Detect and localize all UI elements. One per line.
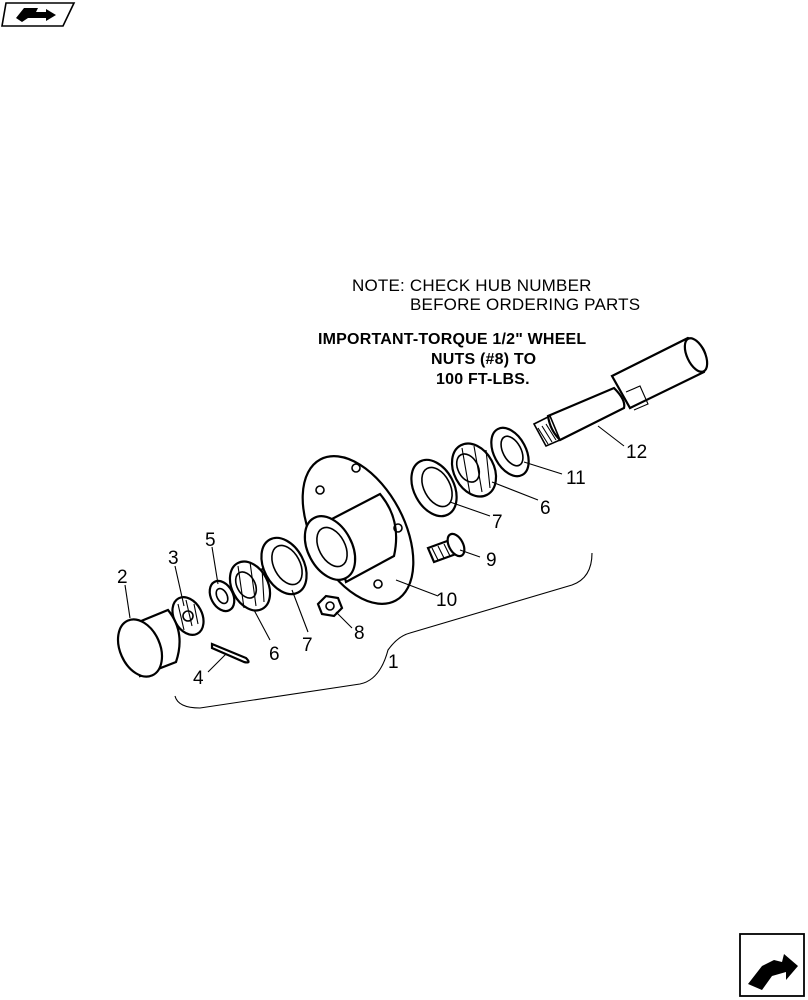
callout-11: 11 [566,468,586,489]
bearing-cone-lower [228,560,272,612]
cotter-pin-part [210,642,250,664]
note-line-2: BEFORE ORDERING PARTS [410,295,641,314]
wheel-nut-part [316,594,344,618]
washer-part [208,579,236,613]
castle-nut-part [171,596,205,636]
note-line-1: NOTE: CHECK HUB NUMBER [352,276,592,295]
important-line-1: IMPORTANT-TORQUE 1/2" WHEEL [318,331,587,348]
spindle-part [532,336,709,448]
next-page-arrow-icon[interactable] [739,933,805,997]
bearing-cup-lower [260,536,308,596]
dust-cap-part [116,608,181,678]
callout-3: 3 [168,548,179,569]
callout-7-upper: 7 [492,512,503,533]
wheel-stud-part [426,532,466,564]
leader-lines [124,425,625,673]
callout-6-upper: 6 [540,498,551,519]
important-line-3: 100 FT-LBS. [436,371,530,388]
callout-4: 4 [193,668,204,689]
callout-9: 9 [486,550,497,571]
callout-7-lower: 7 [302,635,313,656]
callout-1: 1 [388,652,399,673]
callout-6-lower: 6 [269,644,280,665]
callout-10: 10 [436,590,457,611]
hub-part [301,455,415,605]
bearing-cup-upper [410,458,458,518]
callout-12: 12 [626,442,647,463]
assembly-bracket [174,552,593,709]
bearing-cone-upper [450,442,498,498]
callout-8: 8 [354,623,365,644]
callout-5: 5 [205,530,216,551]
book-arrow-icon[interactable] [1,2,76,27]
important-line-2: NUTS (#8) TO [431,351,537,368]
seal-part [490,426,530,478]
callout-2: 2 [117,567,128,588]
